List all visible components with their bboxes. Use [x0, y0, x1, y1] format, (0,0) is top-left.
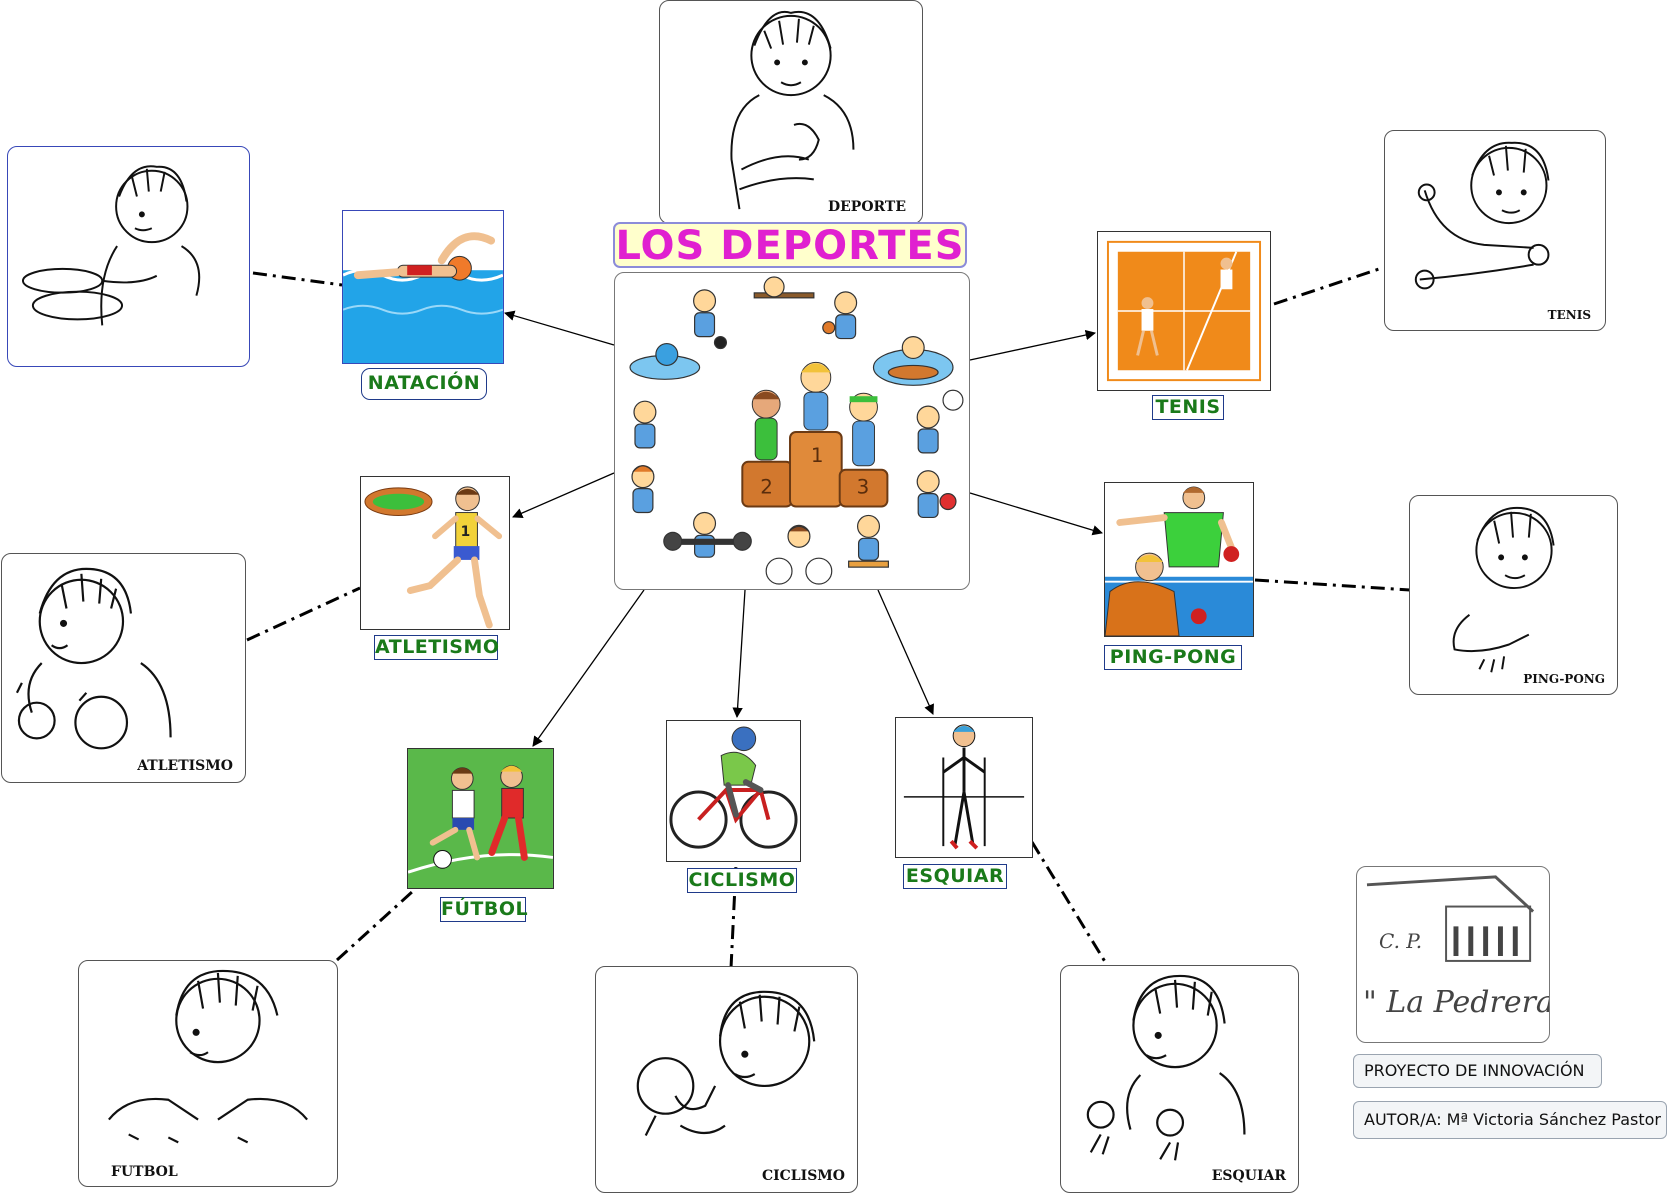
picture-pingpong	[1104, 482, 1254, 637]
label-atletismo: ATLETISMO	[374, 635, 500, 660]
picture-esquiar	[895, 717, 1033, 858]
school-initials: C. P.	[1379, 929, 1423, 953]
author-note: AUTOR/A: Mª Victoria Sánchez Pastor	[1353, 1101, 1667, 1139]
sign-caption-deporte: DEPORTE	[827, 199, 906, 215]
sign-caption-ciclismo: CICLISMO	[761, 1168, 845, 1184]
arrow-to-pingpong	[969, 492, 1103, 536]
sign-caption-tenis: TENIS	[1547, 308, 1591, 322]
label-ciclismo: CICLISMO	[687, 868, 797, 893]
ping-pong-image	[1105, 483, 1253, 636]
sign-card-futbol: FUTBOL	[78, 960, 338, 1187]
picture-futbol	[407, 748, 554, 889]
sign-card-atletismo: ATLETISMO	[1, 553, 246, 783]
dash-pingpong	[1254, 578, 1411, 592]
podium-third: 3	[857, 476, 870, 499]
sports-collage-image: 1 2 3	[629, 276, 964, 585]
podium	[741, 431, 889, 508]
arrow-to-ciclismo	[732, 589, 746, 719]
page-title: LOS DEPORTES	[613, 222, 967, 268]
skier-image	[896, 718, 1032, 857]
arrow-to-natacion	[504, 310, 615, 346]
sign-card-pingpong: PING-PONG	[1409, 495, 1618, 695]
school-building-image	[1366, 875, 1535, 962]
school-logo: C. P. " La Pedrera"	[1356, 866, 1550, 1043]
sign-drawing-pingpong	[1452, 506, 1555, 673]
podium-first: 1	[811, 444, 824, 467]
picture-atletismo: 1	[360, 476, 510, 630]
cyclist-image	[667, 721, 800, 861]
sign-card-ciclismo: CICLISMO	[595, 966, 858, 1193]
sign-card-deporte: DEPORTE	[659, 0, 923, 224]
arrow-to-futbol	[532, 589, 645, 747]
winner-kids	[751, 361, 878, 467]
tennis-court-image	[1098, 232, 1270, 390]
soccer-image	[408, 749, 553, 888]
picture-natacion	[342, 210, 504, 364]
dash-natacion	[252, 271, 343, 287]
sign-caption-futbol: FUTBOL	[111, 1164, 178, 1180]
sign-caption-atletismo: ATLETISMO	[137, 758, 233, 774]
dash-atletismo	[246, 586, 361, 642]
sports-kids-ring	[629, 276, 964, 585]
sign-drawing-natacion	[21, 165, 201, 326]
dash-esquiar	[1030, 841, 1109, 966]
sign-drawing-deporte	[730, 10, 855, 210]
arrow-to-tenis	[969, 329, 1097, 361]
picture-ciclismo	[666, 720, 801, 862]
dash-futbol	[335, 890, 414, 962]
label-natacion: NATACIÓN	[361, 368, 487, 400]
swimmer-image	[343, 232, 503, 363]
sign-drawing-ciclismo	[636, 990, 816, 1136]
school-name: " La Pedrera"	[1363, 985, 1550, 1020]
label-tenis: TENIS	[1152, 395, 1224, 420]
center-collage: 1 2 3	[614, 272, 970, 590]
sign-caption-pingpong: PING-PONG	[1523, 672, 1605, 686]
arrow-to-atletismo	[512, 472, 615, 519]
sign-card-tenis: TENIS	[1384, 130, 1606, 331]
dash-tenis	[1273, 266, 1383, 306]
sign-drawing-futbol	[108, 969, 308, 1144]
sign-caption-esquiar: ESQUIAR	[1211, 1168, 1286, 1184]
sign-card-esquiar: ESQUIAR	[1060, 965, 1299, 1193]
label-esquiar: ESQUIAR	[903, 864, 1007, 889]
label-futbol: FÚTBOL	[440, 897, 529, 922]
picture-tenis	[1097, 231, 1271, 391]
sign-card-natacion	[7, 146, 250, 367]
podium-second: 2	[760, 476, 773, 499]
project-note: PROYECTO DE INNOVACIÓN	[1353, 1054, 1602, 1088]
sign-drawing-esquiar	[1086, 974, 1246, 1161]
athlete-number: 1	[461, 524, 471, 540]
sign-drawing-tenis	[1414, 141, 1550, 290]
runner-image: 1	[364, 486, 503, 629]
sign-drawing-atletismo	[15, 567, 172, 750]
label-pingpong: PING-PONG	[1104, 645, 1242, 670]
dash-ciclismo	[729, 864, 738, 969]
arrow-to-esquiar	[877, 589, 934, 715]
